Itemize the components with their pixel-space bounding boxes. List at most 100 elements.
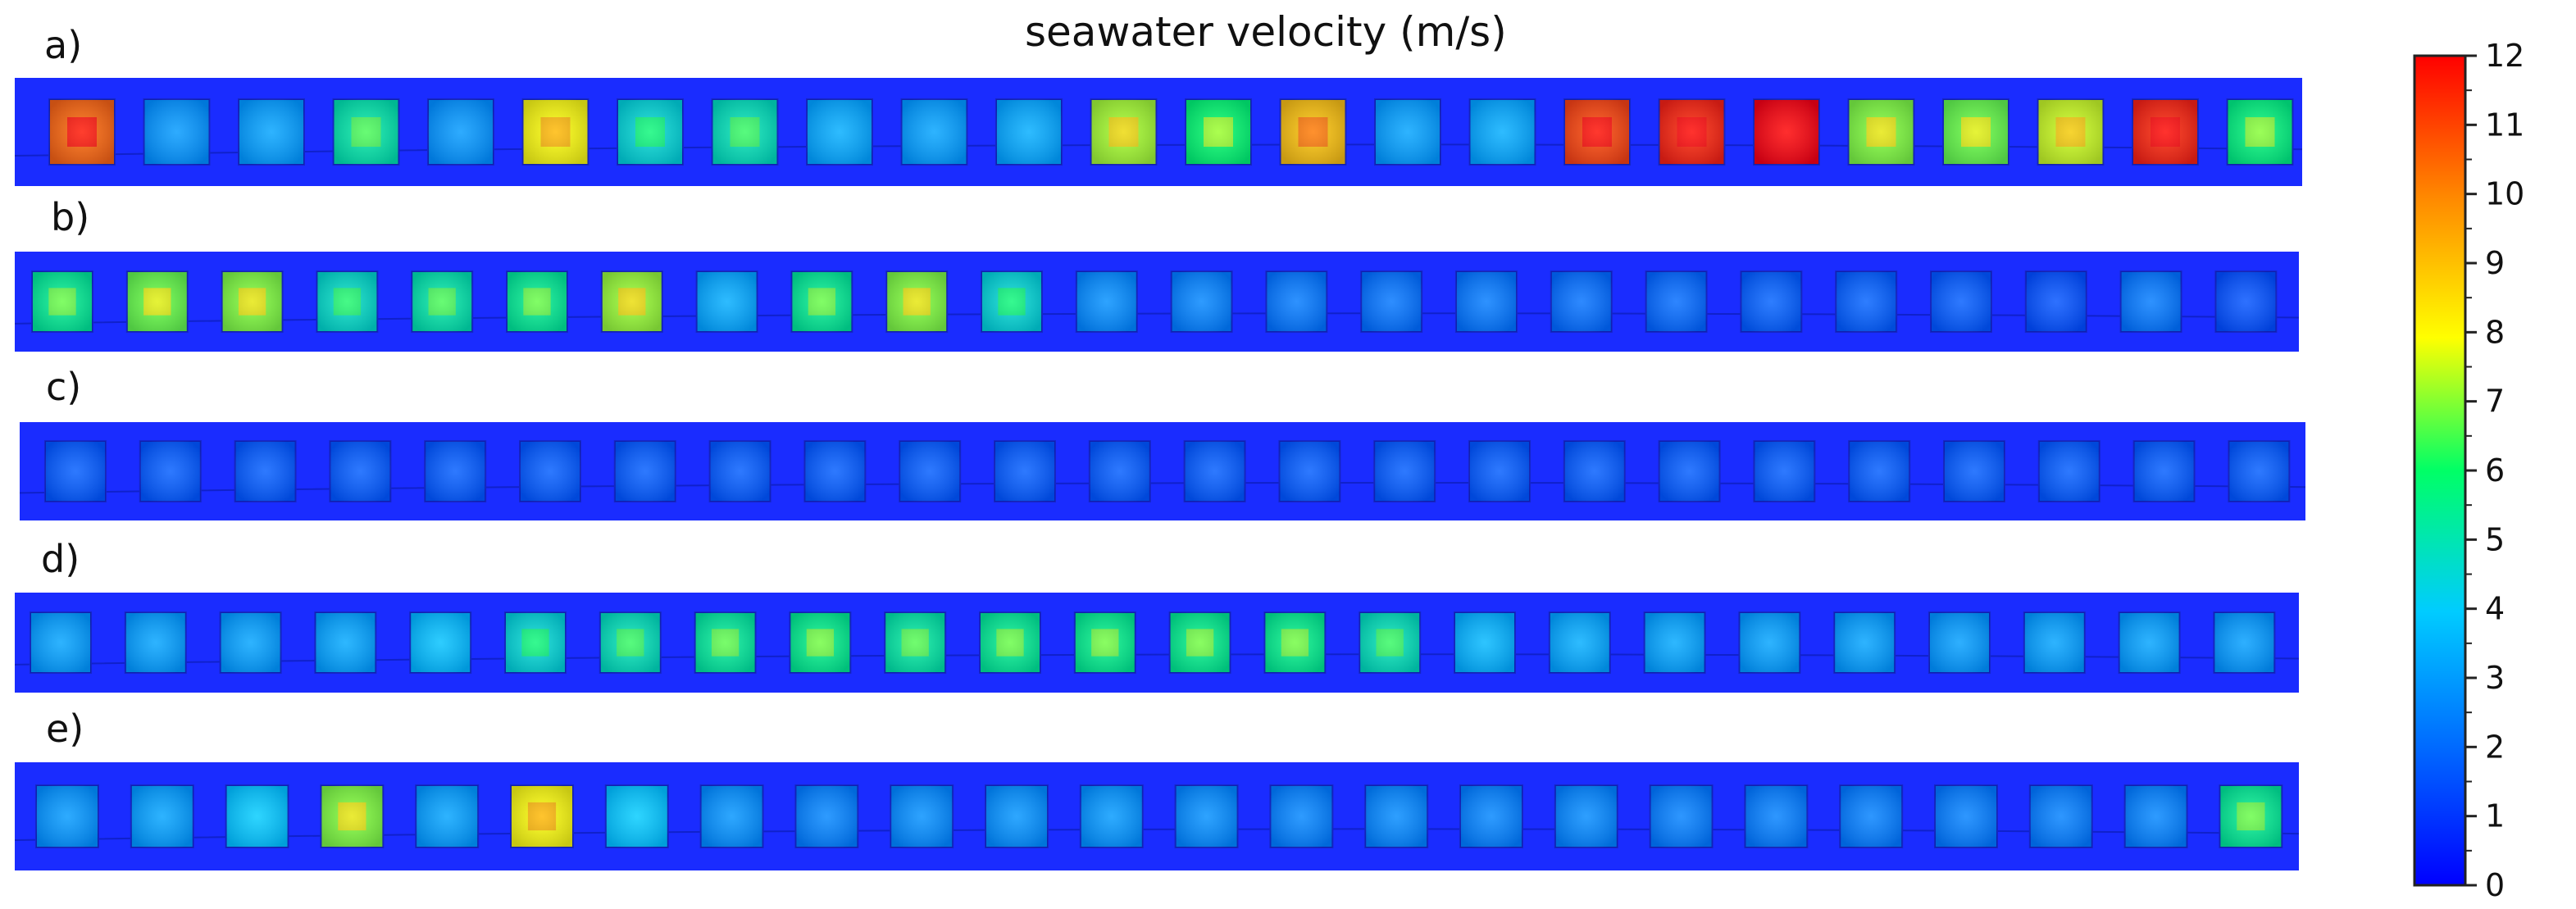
velocity-cell-shade [617,99,683,165]
velocity-cell-shade [1659,99,1725,165]
velocity-cell-shade [1943,99,2009,165]
panel-label-d: d) [41,537,80,581]
colorbar-tick-label: 12 [2485,38,2524,74]
velocity-cell-shade [1454,612,1515,673]
panels-group [14,78,2306,870]
velocity-cell-shade [1365,785,1428,848]
velocity-cell-shade [807,99,872,165]
velocity-cell-shade [1554,785,1618,848]
velocity-cell-shade [890,785,953,848]
velocity-cell-shade [1456,271,1517,332]
velocity-cell-shade [412,271,473,332]
velocity-cell-shade [410,612,471,673]
velocity-cell-shade [507,271,567,332]
velocity-cell-shade [1848,99,1914,165]
velocity-cell-shade [32,271,93,332]
velocity-cell-shade [1076,271,1137,332]
velocity-cell-shade [712,99,778,165]
velocity-cell-shade [2132,99,2198,165]
panel-label-a: a) [44,23,83,67]
velocity-cell-shade [981,271,1042,332]
colorbar-tick-label: 7 [2485,384,2505,420]
velocity-cell-shade [2214,612,2275,673]
velocity-cell-shade [696,271,758,332]
velocity-cell-shade [1280,99,1346,165]
colorbar-tick-label: 3 [2485,660,2505,696]
velocity-cell-shade [994,441,1055,502]
velocity-cell-shade [985,785,1048,848]
velocity-cell-shade [2038,441,2100,502]
velocity-cell-shade [2037,99,2104,165]
velocity-cell-shade [1650,785,1713,848]
velocity-cell-shade [221,271,283,332]
velocity-cell-shade [1080,785,1143,848]
colorbar-tick-label: 11 [2485,107,2524,143]
velocity-cell-shade [36,785,98,848]
velocity-cell-shade [1074,612,1136,673]
velocity-cell-shade [599,612,661,673]
velocity-cell-shade [2025,271,2087,332]
velocity-cell-shade [220,612,281,673]
velocity-cell-shade [601,271,662,332]
velocity-cell-shade [2029,785,2092,848]
velocity-cell-shade [2227,99,2293,165]
velocity-cell-shade [1089,441,1150,502]
velocity-cell-shade [1460,785,1522,848]
colorbar-tick-label: 10 [2485,176,2524,212]
velocity-cell-shade [1186,99,1251,165]
velocity-cell-shade [1944,441,2005,502]
velocity-cell-shade [2215,271,2277,332]
velocity-cell-shade [143,99,210,165]
velocity-cell-shade [1550,271,1612,332]
velocity-cell-shade [45,441,106,502]
velocity-cell-shade [1935,785,1997,848]
panel-a [14,78,2303,186]
velocity-cell-shade [1931,271,1991,332]
velocity-cell-shade [1549,612,1610,673]
velocity-cell-shade [1359,612,1421,673]
velocity-cell-shade [791,271,853,332]
velocity-cell-shade [1754,441,1815,502]
velocity-cell-shade [2133,441,2195,502]
velocity-cell-shade [1361,271,1422,332]
velocity-cell-shade [790,612,851,673]
velocity-cell-shade [1645,271,1707,332]
velocity-cell-shade [605,785,668,848]
velocity-cell-shade [1279,441,1340,502]
colorbar-tick-label: 5 [2485,521,2505,557]
velocity-cell-shade [126,271,188,332]
velocity-cell-shade [1169,612,1231,673]
velocity-cell-shade [614,441,676,502]
channel-background [20,422,2305,520]
velocity-cell-shade [1264,612,1326,673]
velocity-cell-shade [901,99,967,165]
velocity-cell-shade [316,271,378,332]
velocity-cell-shade [709,441,771,502]
velocity-cell-shade [425,441,486,502]
velocity-cell-shade [428,99,494,165]
velocity-cell-shade [885,612,946,673]
colorbar-tick-label: 2 [2485,729,2505,765]
velocity-cell-shade [416,785,479,848]
velocity-cell-shade [2219,785,2282,848]
velocity-cell-shade [1834,612,1896,673]
velocity-cell-shade [795,785,858,848]
velocity-cell-shade [520,441,580,502]
velocity-cell-shade [1739,612,1800,673]
panel-label-e: e) [46,707,84,751]
velocity-cell-shade [1175,785,1238,848]
velocity-cell-shade [225,785,289,848]
colorbar-tick-label: 0 [2485,867,2505,903]
panel-e [14,762,2300,870]
velocity-cell-shade [130,785,193,848]
velocity-cell-shade [886,271,948,332]
velocity-cell-shade [1270,785,1333,848]
velocity-cell-shade [1840,785,1903,848]
velocity-cell-shade [1469,99,1536,165]
velocity-cell-shade [1184,441,1245,502]
velocity-cell-shade [1849,441,1910,502]
velocity-cell-shade [1375,99,1440,165]
figure-title: seawater velocity (m/s) [1025,8,1507,56]
panel-c [19,422,2306,520]
